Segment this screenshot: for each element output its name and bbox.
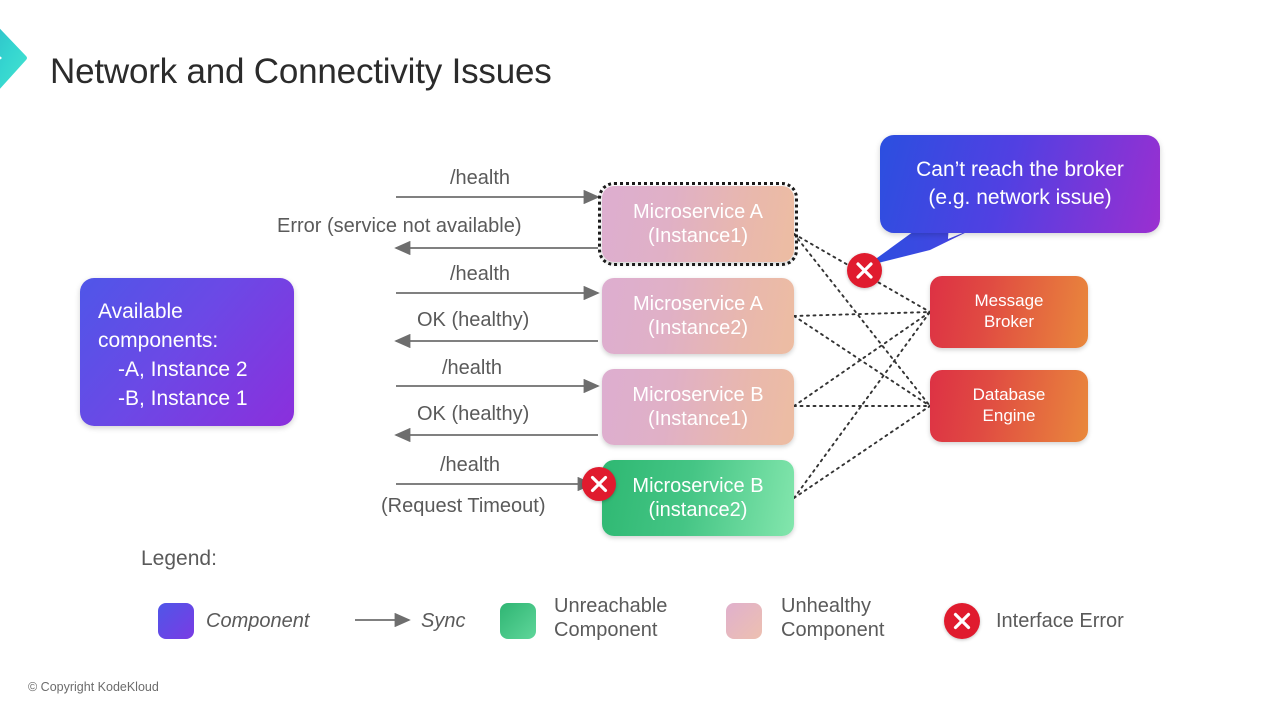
backend-node-message-broker[interactable]: Message Broker — [930, 276, 1088, 348]
legend-label-interface-error: Interface Error — [996, 610, 1124, 632]
legend-unhealthy-line1: Unhealthy — [781, 595, 872, 617]
legend-label-unreachable-component: Unreachable Component — [554, 595, 667, 642]
service-node-microservice-a-instance2[interactable]: Microservice A (Instance2) — [602, 278, 794, 354]
speech-bubble-cant-reach-broker: Can’t reach the broker (e.g. network iss… — [880, 135, 1160, 233]
available-components-box: Available components: -A, Instance 2 -B,… — [80, 278, 294, 426]
service-instance: (Instance1) — [647, 225, 749, 247]
available-line-2: components: — [98, 328, 219, 352]
page-title: Network and Connectivity Issues — [50, 52, 552, 91]
seq-request-label-2: /health — [450, 263, 511, 285]
available-line-3: -A, Instance 2 — [118, 357, 248, 381]
service-name: Microservice A — [632, 200, 764, 223]
legend-error-x-icon — [944, 603, 980, 639]
legend-unreachable-line2: Component — [554, 618, 658, 641]
seq-response-label-1: Error (service not available) — [277, 215, 522, 237]
legend-green-square-swatch-icon — [500, 603, 536, 639]
legend-purple-square-swatch-icon — [158, 603, 194, 639]
backend-node-database-engine[interactable]: Database Engine — [930, 370, 1088, 442]
speech-line-1: Can’t reach the broker — [916, 158, 1124, 182]
copyright-footer: © Copyright KodeKloud — [28, 680, 159, 694]
service-instance: (Instance1) — [647, 408, 749, 430]
legend-unhealthy-line2: Component — [781, 618, 885, 641]
backend-name-line1: Database — [972, 385, 1046, 405]
error-x-icon-broker-link — [847, 253, 882, 288]
legend-label-sync: Sync — [421, 610, 466, 632]
legend-pink-square-swatch-icon — [726, 603, 762, 639]
service-node-microservice-b-instance1[interactable]: Microservice B (Instance1) — [602, 369, 794, 445]
service-name: Microservice A — [632, 292, 764, 315]
service-name: Microservice B — [632, 383, 764, 406]
chevron-right-logo-icon — [0, 28, 27, 89]
legend-label-component: Component — [206, 610, 310, 632]
legend-unreachable-line1: Unreachable — [554, 595, 668, 617]
backend-name-line1: Message — [974, 291, 1044, 311]
backend-name-line2: Broker — [983, 312, 1035, 331]
seq-response-label-3: OK (healthy) — [417, 403, 530, 425]
seq-response-label-4: (Request Timeout) — [381, 495, 546, 517]
speech-line-2: (e.g. network issue) — [928, 186, 1112, 209]
legend-title: Legend: — [141, 547, 217, 570]
legend-label-unhealthy-component: Unhealthy Component — [781, 595, 884, 642]
seq-request-label-4: /health — [440, 454, 501, 476]
service-node-microservice-b-instance2[interactable]: Microservice B (instance2) — [602, 460, 794, 536]
seq-response-label-2: OK (healthy) — [417, 309, 530, 331]
service-instance: (instance2) — [648, 499, 748, 521]
service-instance: (Instance2) — [647, 317, 749, 339]
backend-name-line2: Engine — [982, 406, 1036, 425]
service-node-microservice-a-instance1[interactable]: Microservice A (Instance1) — [598, 182, 798, 266]
seq-request-label-3: /health — [442, 357, 503, 379]
available-line-1: Available — [98, 300, 183, 323]
legend-arrow-right-icon — [355, 612, 411, 628]
available-line-4: -B, Instance 1 — [118, 386, 248, 410]
seq-request-label-1: /health — [450, 167, 511, 189]
error-x-icon-request-timeout — [582, 467, 616, 501]
service-name: Microservice B — [632, 474, 764, 497]
